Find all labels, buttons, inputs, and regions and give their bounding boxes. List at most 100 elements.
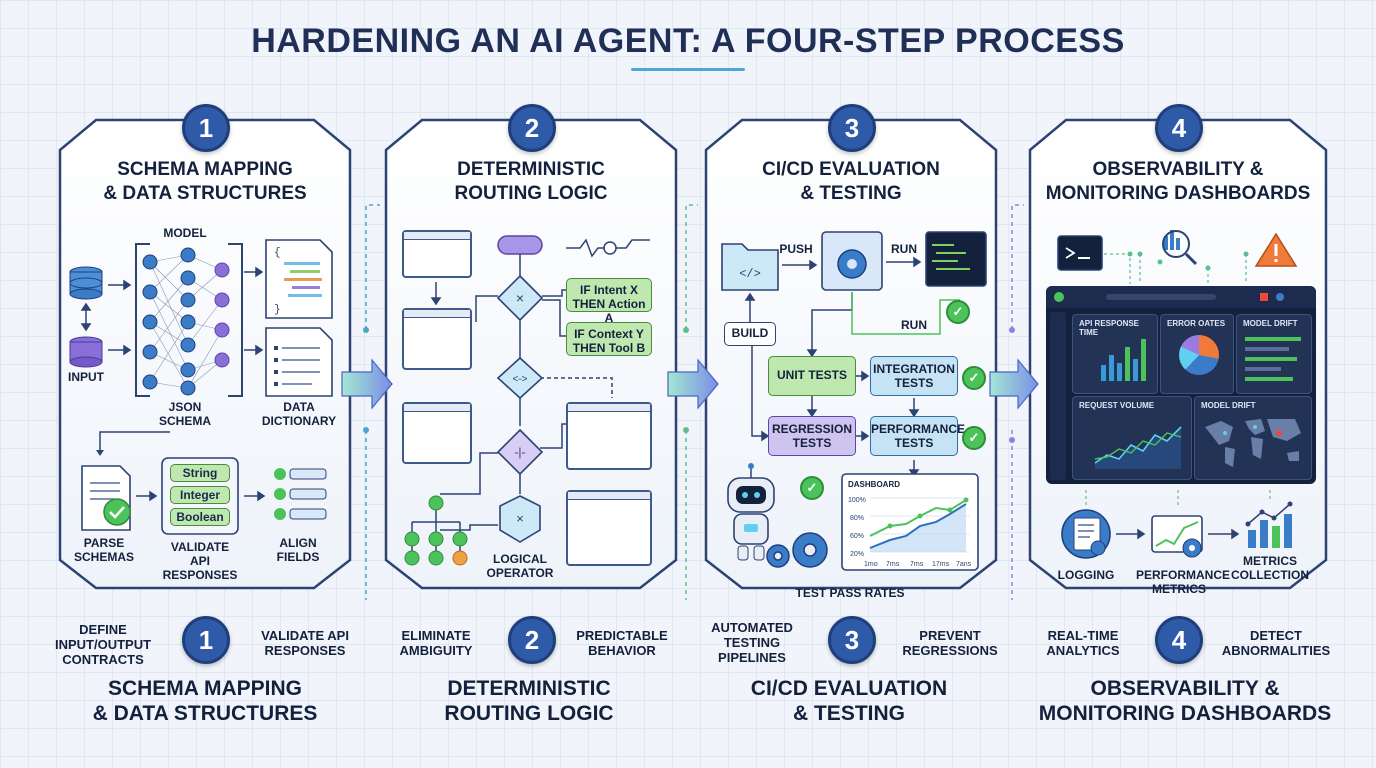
unit-tests-box: UNIT TESTS (768, 356, 856, 396)
svg-text:7ans: 7ans (956, 561, 972, 568)
step-4-title-line2: MONITORING DASHBOARDS (1045, 183, 1311, 204)
form-window (566, 490, 652, 566)
flow-window-2 (402, 402, 472, 464)
tree-graphic (404, 495, 468, 566)
logical-operator-label: LOGICAL OPERATOR (486, 552, 554, 580)
panel-api-title: API RESPONSE TIME (1079, 319, 1140, 337)
flow-window-1 (402, 308, 472, 370)
world-map-graphic (1205, 419, 1301, 467)
code-folder-icon: </> (721, 243, 779, 291)
step-3-title-line1: CI/CD EVALUATION (762, 159, 940, 180)
step-1-bottom-title-line2: & DATA STRUCTURES (92, 702, 318, 725)
svg-text:7ms: 7ms (886, 561, 900, 568)
panel-3-frame (704, 118, 998, 590)
step-1-right-caption: VALIDATE API RESPONSES (261, 628, 349, 658)
gear-icons (766, 532, 828, 568)
step-3-bottom-title-line1: CI/CD EVALUATION (750, 677, 948, 700)
svg-text:{: { (274, 247, 281, 259)
rule-context-box: IF Context Y THEN Tool B (566, 322, 652, 356)
panel-volume-title: REQUEST VOLUME (1079, 401, 1155, 410)
step-2-bottom-badge: 2 (508, 616, 556, 664)
terminal-icon (925, 231, 987, 287)
check-icon: ✓ (800, 476, 824, 500)
parse-document-icon (81, 465, 131, 531)
performance-metrics-label: PERFORMANCE METRICS (1136, 568, 1231, 596)
step-1-title-line2: & DATA STRUCTURES (103, 183, 307, 204)
svg-text:100%: 100% (848, 497, 866, 504)
panel-error-title: ERROR OATES (1167, 319, 1226, 328)
step-3-left-caption: AUTOMATED TESTING PIPELINES (711, 620, 793, 665)
svg-text:80%: 80% (850, 515, 864, 522)
svg-text:-|-: -|- (514, 445, 525, 459)
step-2-right-caption: PREDICTABLE BEHAVIOR (576, 628, 668, 658)
database-icon (69, 266, 103, 300)
routing-flowchart: × <-> -|- × (440, 235, 650, 543)
step-2-badge: 2 (508, 104, 556, 152)
metrics-collection-label: METRICS COLLECTION (1231, 554, 1309, 582)
code-window-1 (402, 230, 472, 278)
page-title: HARDENING AN AI AGENT: A FOUR-STEP PROCE… (251, 22, 1125, 60)
parse-schemas-label: PARSE SCHEMAS (73, 536, 134, 564)
step-2-bottom-title: DETERMINISTIC ROUTING LOGIC (369, 676, 689, 726)
push-label: PUSH (779, 242, 813, 256)
step-1-left-caption: DEFINE INPUT/OUTPUT CONTRACTS (54, 622, 152, 667)
step-1-bottom-title: SCHEMA MAPPING & DATA STRUCTURES (45, 676, 365, 726)
svg-text:17ms: 17ms (932, 561, 950, 568)
code-window-2 (566, 402, 652, 470)
panel-drift2-title: MODEL DRIFT (1201, 401, 1256, 410)
step-4-bottom-title: OBSERVABILITY & MONITORING DASHBOARDS (1025, 676, 1345, 726)
validate-api-label: VALIDATE API RESPONSES (162, 540, 238, 582)
step-4-right-caption: DETECT ABNORMALITIES (1221, 628, 1331, 658)
check-icon: ✓ (946, 300, 970, 324)
logging-label: LOGGING (1057, 568, 1115, 582)
build-box: BUILD (724, 322, 776, 346)
step-4-left-caption: REAL-TIME ANALYTICS (1046, 628, 1120, 658)
database-icon-2 (69, 336, 103, 368)
check-icon: ✓ (962, 366, 986, 390)
connector-dash-2 (685, 204, 698, 330)
check-icon: ✓ (962, 426, 986, 450)
step-4-title: OBSERVABILITY & MONITORING DASHBOARDS (1028, 158, 1328, 206)
integration-tests-box: INTEGRATION TESTS (870, 356, 958, 396)
step-3-bottom-badge: 3 (828, 616, 876, 664)
connector-dash-1 (365, 204, 380, 330)
step-2-title-line2: ROUTING LOGIC (454, 183, 608, 204)
arrow-3-to-4 (989, 358, 1039, 410)
svg-text:×: × (516, 511, 524, 526)
step-3-title: CI/CD EVALUATION & TESTING (701, 158, 1001, 206)
panel-drift-title: MODEL DRIFT (1243, 319, 1298, 328)
step-3-bottom-title-line2: & TESTING (792, 702, 905, 725)
align-fields-icon (274, 468, 327, 520)
robot-icon (727, 463, 775, 561)
svg-text:1mo: 1mo (864, 561, 878, 568)
title-underline (631, 68, 745, 71)
data-dictionary-icon (265, 327, 333, 397)
step-2-title: DETERMINISTIC ROUTING LOGIC (381, 158, 681, 206)
step-1-bottom-badge: 1 (182, 616, 230, 664)
svg-text:</>: </> (739, 267, 761, 281)
panel-request-volume: REQUEST VOLUME (1072, 396, 1192, 480)
svg-text:}: } (274, 304, 281, 316)
step-1-title: SCHEMA MAPPING & DATA STRUCTURES (55, 158, 355, 206)
input-label: INPUT (68, 370, 104, 384)
warning-icon (1254, 232, 1298, 267)
step-3-right-caption: PREVENT REGRESSIONS (902, 628, 998, 658)
step-1-bottom-title-line1: SCHEMA MAPPING (107, 677, 303, 700)
arrow-2-to-3 (667, 358, 719, 410)
gear-server-icon (821, 231, 883, 291)
performance-chart-icon (1151, 515, 1203, 558)
panel-error-rates: ERROR OATES (1160, 314, 1234, 394)
arrow-1-to-2 (341, 358, 393, 410)
step-2-left-caption: ELIMINATE AMBIGUITY (399, 628, 473, 658)
step-2-bottom-title-line2: ROUTING LOGIC (444, 702, 614, 725)
json-document-icon: { } (265, 239, 333, 319)
run-label: RUN (891, 242, 917, 256)
analytics-search-icon (1162, 230, 1198, 266)
dashboard-label: DASHBOARD (848, 480, 900, 489)
run-label-2: RUN (901, 318, 927, 332)
step-4-bottom-title-line1: OBSERVABILITY & (1090, 677, 1280, 700)
type-chip-integer: Integer (170, 486, 230, 504)
align-fields-label: ALIGN FIELDS (276, 536, 320, 564)
monitoring-dashboard: API RESPONSE TIME ERROR OATES MODEL DRIF… (1046, 286, 1316, 484)
rule-intent-box: IF Intent X THEN Action A (566, 278, 652, 325)
